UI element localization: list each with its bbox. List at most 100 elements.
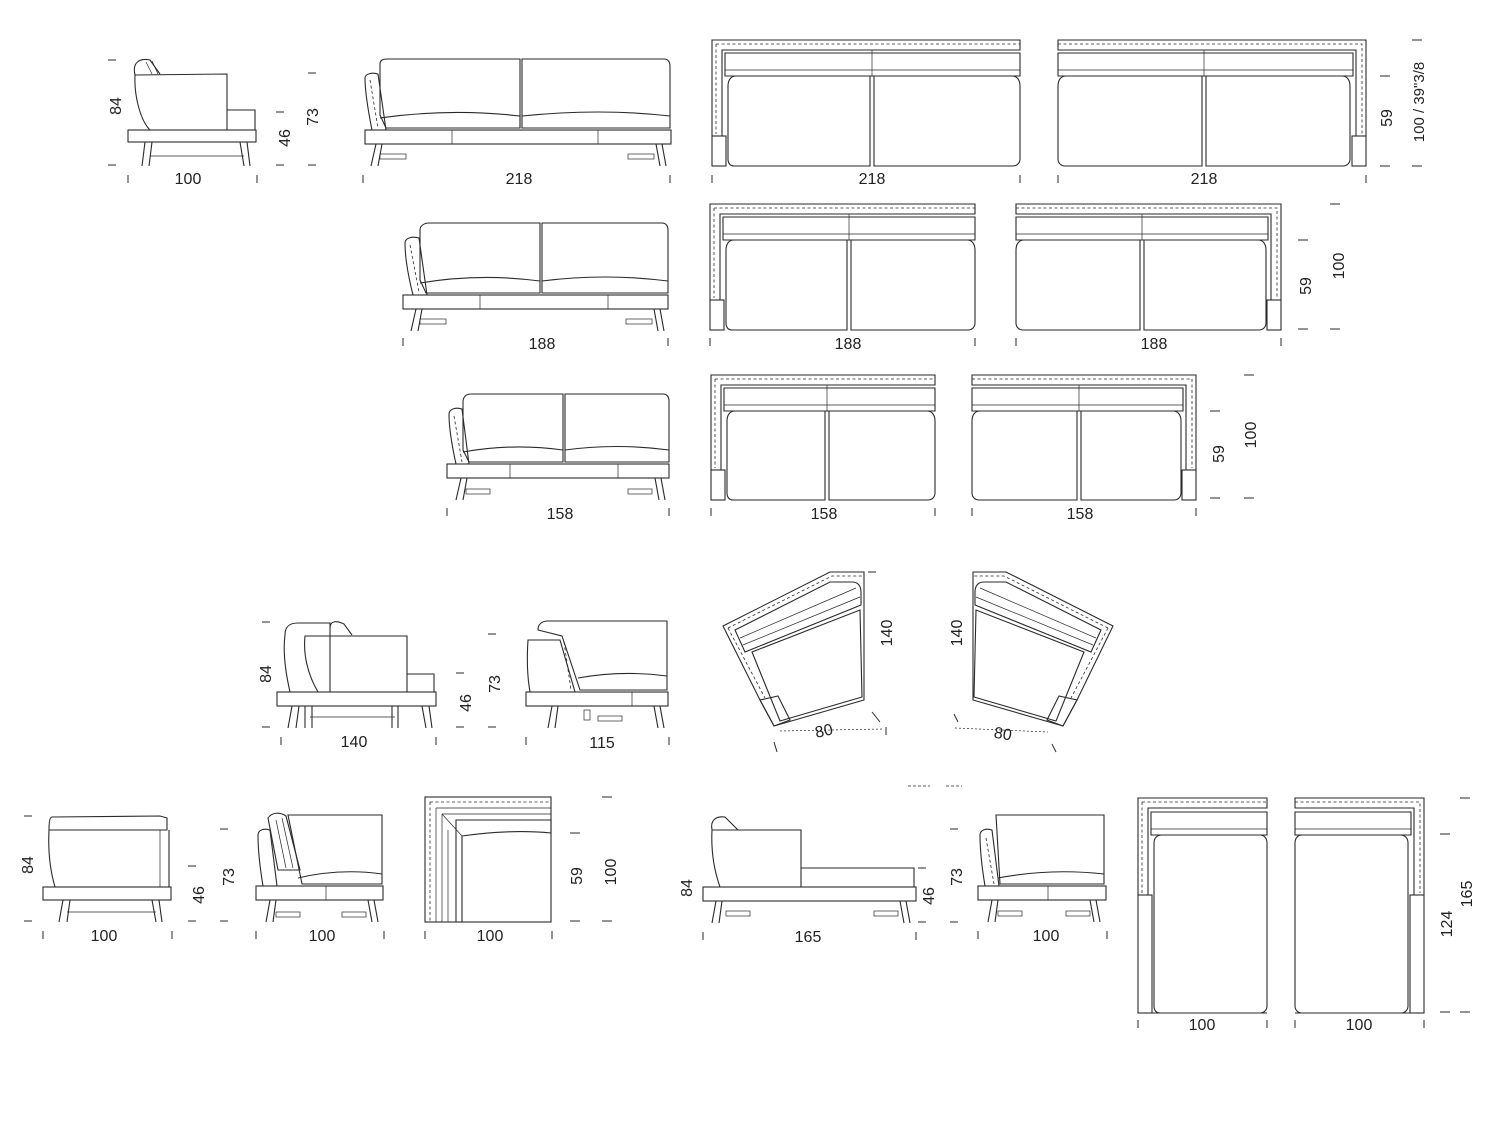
label-angled-left-depth: 140 [879, 620, 896, 647]
plan-view-sofa-left-218 [711, 39, 1021, 167]
label-plan-left-width-row2: 188 [835, 336, 862, 353]
label-square-depth: 100 [603, 859, 620, 886]
dim-module-front-seat: 46 [188, 865, 208, 922]
dim-chaise-side-width: 165 [702, 929, 917, 946]
side-view-sofa-188 [402, 222, 669, 332]
label-module-side-width: 100 [91, 928, 118, 945]
plan-view-sofa-left-188 [709, 203, 976, 331]
label-plan-right-width-row3: 158 [1067, 506, 1094, 523]
side-view-chaise-165 [702, 816, 917, 924]
dim-chaise-depth: 165 [1459, 797, 1476, 1013]
label-armchair-height: 84 [108, 97, 125, 115]
label-angled-right-depth: 140 [949, 620, 966, 647]
dim-sofa-height-row1: 73 [305, 72, 322, 166]
front-view-corner-115 [525, 620, 669, 729]
plan-view-angled-corner-left [722, 571, 865, 727]
dim-plan-left-width-row3: 158 [710, 506, 936, 523]
label-module-front-seat: 46 [191, 886, 208, 904]
dim-square-seat-depth: 59 [569, 832, 586, 922]
dim-plan-left-width-row1: 218 [711, 171, 1021, 188]
label-seat-depth-row1: 59 [1379, 109, 1396, 127]
label-module-front-height: 73 [221, 868, 238, 886]
front-view-module-100 [255, 812, 384, 923]
dim-sofa-width-row1: 218 [362, 171, 671, 188]
label-corner-front-width: 115 [589, 735, 615, 752]
dim-sofa-width-row3: 158 [446, 506, 670, 523]
label-chaise-seat-depth: 124 [1439, 911, 1456, 938]
label-angled-left-width: 80 [814, 721, 835, 741]
label-armchair-width: 100 [175, 171, 202, 188]
dim-angled-right-depth: 140 [949, 620, 966, 723]
label-chaise-side-width: 165 [795, 929, 822, 946]
dim-plan-right-width-row3: 158 [971, 506, 1197, 523]
plan-view-sofa-right-218 [1057, 39, 1367, 167]
dim-armchair-width: 100 [127, 171, 258, 188]
side-view-sofa-158 [446, 393, 670, 501]
label-corner-side-seat: 46 [458, 694, 475, 712]
label-seat-depth-row2: 59 [1298, 277, 1315, 295]
label-plan-left-width-row3: 158 [811, 506, 838, 523]
label-depth-row1: 100 / 39"3/8 [1411, 62, 1428, 142]
dim-plan-right-width-row2: 188 [1015, 336, 1282, 353]
plan-view-square-corner [424, 796, 552, 923]
side-view-armchair [127, 58, 257, 167]
label-seat-depth-row3: 59 [1211, 445, 1228, 463]
dim-chaise-front-height: 73 [949, 828, 966, 923]
label-chaise-front-width: 100 [1033, 928, 1060, 945]
label-plan-right-width-row1: 218 [1191, 171, 1218, 188]
label-plan-right-width-row2: 188 [1141, 336, 1168, 353]
label-chaise-left-width: 100 [1189, 1017, 1216, 1034]
plan-view-sofa-left-158 [710, 374, 936, 501]
label-depth-row3: 100 [1243, 422, 1260, 449]
label-depth-row2: 100 [1331, 253, 1348, 280]
dim-chaise-front-seat: 46 [918, 867, 938, 923]
dim-chaise-left-width: 100 [1137, 1017, 1268, 1034]
side-view-corner-140 [276, 621, 437, 729]
front-view-chaise-100 [977, 814, 1107, 923]
dim-angled-left-width: 80 [773, 721, 887, 753]
dim-module-side-height: 84 [20, 815, 37, 922]
label-chaise-right-width: 100 [1346, 1017, 1373, 1034]
label-plan-left-width-row1: 218 [859, 171, 886, 188]
dim-corner-front-height: 73 [487, 633, 504, 728]
dim-depth-row1: 100 / 39"3/8 [1411, 39, 1428, 167]
label-sofa-width-row2: 188 [529, 336, 556, 353]
label-sofa-height-row1: 73 [305, 108, 322, 126]
plan-view-sofa-right-188 [1015, 203, 1282, 331]
dim-chaise-right-width: 100 [1294, 1017, 1425, 1034]
label-corner-front-height: 73 [487, 675, 504, 693]
label-armchair-seat: 46 [277, 129, 294, 147]
dim-chaise-side-height: 84 [679, 879, 696, 897]
dim-seat-depth-row1: 59 [1379, 75, 1396, 167]
dim-depth-row2: 100 [1330, 203, 1348, 330]
dim-plan-left-width-row2: 188 [709, 336, 976, 353]
dim-corner-side-width: 140 [280, 734, 437, 751]
dim-chaise-seat-depth: 124 [1439, 833, 1456, 1013]
dim-angled-left-depth: 140 [868, 571, 896, 723]
dim-square-width: 100 [424, 928, 553, 945]
dim-chaise-front-width: 100 [977, 928, 1108, 945]
label-chaise-front-height: 73 [949, 868, 966, 886]
label-chaise-side-height: 84 [679, 879, 696, 897]
dim-module-front-height: 73 [220, 828, 238, 922]
label-sofa-width-row1: 218 [506, 171, 533, 188]
dim-depth-row3: 100 [1243, 374, 1260, 499]
dim-corner-front-width: 115 [525, 735, 670, 752]
label-module-front-width: 100 [309, 928, 336, 945]
dim-corner-side-seat: 46 [456, 672, 475, 728]
dim-armchair-height: 84 [108, 59, 125, 166]
label-corner-side-height: 84 [258, 665, 275, 683]
dim-square-depth: 100 [602, 796, 620, 922]
label-square-seat-depth: 59 [569, 867, 586, 885]
dim-armchair-seat: 46 [276, 111, 294, 166]
dim-angled-right-width: 80 [954, 725, 1057, 753]
label-square-width: 100 [477, 928, 504, 945]
plan-view-sofa-right-158 [971, 374, 1197, 501]
label-chaise-depth: 165 [1459, 881, 1476, 908]
side-view-module-100 [42, 815, 172, 923]
dim-corner-side-height: 84 [258, 621, 275, 728]
dim-plan-right-width-row1: 218 [1057, 171, 1367, 188]
plan-view-chaise-left [1137, 797, 1268, 1014]
side-view-sofa-218 [364, 58, 672, 167]
